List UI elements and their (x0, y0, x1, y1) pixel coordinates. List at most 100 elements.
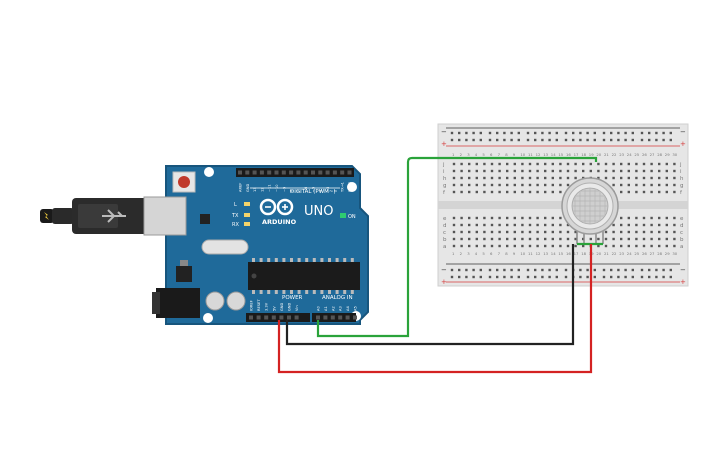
breadboard-hole[interactable] (665, 216, 668, 220)
breadboard-rail-hole[interactable] (548, 131, 551, 135)
breadboard-hole[interactable] (673, 176, 676, 180)
breadboard-hole[interactable] (544, 216, 547, 220)
breadboard-hole[interactable] (528, 216, 532, 220)
breadboard-rail-hole[interactable] (548, 138, 551, 142)
breadboard-hole[interactable] (452, 190, 456, 194)
breadboard-hole[interactable] (642, 244, 646, 248)
breadboard-hole[interactable] (635, 183, 638, 187)
header-pin-hole[interactable] (271, 315, 276, 320)
breadboard-hole[interactable] (650, 169, 653, 173)
breadboard-hole[interactable] (513, 162, 516, 166)
breadboard-hole[interactable] (460, 223, 463, 227)
header-pin-hole[interactable] (249, 315, 253, 320)
header-pin-hole[interactable] (303, 170, 308, 175)
breadboard-rail-hole[interactable] (534, 131, 537, 135)
breadboard-hole[interactable] (475, 230, 478, 234)
header-pin-hole[interactable] (264, 315, 269, 320)
header-pin-hole[interactable] (279, 315, 284, 320)
breadboard-hole[interactable] (536, 183, 539, 187)
breadboard-hole[interactable] (475, 237, 478, 241)
header-pin-hole[interactable] (245, 170, 250, 175)
breadboard-rail-hole[interactable] (479, 131, 482, 135)
breadboard-hole[interactable] (658, 176, 661, 180)
breadboard-rail-hole[interactable] (510, 275, 513, 279)
breadboard-hole[interactable] (452, 223, 456, 227)
breadboard-hole[interactable] (468, 216, 471, 220)
header-pin-hole[interactable] (340, 170, 345, 175)
wire-red-5v-to-sensor[interactable] (277, 244, 593, 374)
breadboard-rail-hole[interactable] (624, 138, 627, 142)
breadboard-rail-hole[interactable] (503, 268, 506, 272)
breadboard-hole[interactable] (483, 237, 486, 241)
breadboard-rail-hole[interactable] (617, 138, 620, 142)
breadboard-hole[interactable] (627, 230, 630, 234)
breadboard-hole[interactable] (559, 223, 562, 227)
breadboard-hole[interactable] (506, 190, 509, 194)
breadboard-hole[interactable] (490, 244, 494, 248)
breadboard-hole[interactable] (620, 244, 623, 248)
breadboard-rail-hole[interactable] (610, 131, 613, 135)
breadboard-hole[interactable] (559, 230, 562, 234)
breadboard-hole[interactable] (490, 190, 494, 194)
breadboard-rail-hole[interactable] (541, 131, 544, 135)
breadboard-hole[interactable] (498, 176, 501, 180)
breadboard-rail-hole[interactable] (534, 268, 537, 272)
breadboard-hole[interactable] (483, 183, 486, 187)
breadboard-rail-hole[interactable] (479, 268, 482, 272)
breadboard-hole[interactable] (490, 216, 494, 220)
breadboard-hole[interactable] (544, 230, 547, 234)
breadboard-hole[interactable] (642, 223, 646, 227)
breadboard-hole[interactable] (650, 190, 653, 194)
breadboard-hole[interactable] (460, 169, 463, 173)
breadboard-hole[interactable] (551, 237, 554, 241)
breadboard-hole[interactable] (582, 162, 585, 166)
breadboard-hole[interactable] (506, 237, 509, 241)
header-pin-hole[interactable] (353, 315, 357, 320)
breadboard-hole[interactable] (483, 176, 486, 180)
breadboard-rail-hole[interactable] (572, 138, 575, 142)
breadboard-hole[interactable] (559, 162, 562, 166)
breadboard-rail-hole[interactable] (488, 275, 492, 279)
breadboard-hole[interactable] (665, 176, 668, 180)
breadboard-rail-hole[interactable] (526, 131, 530, 135)
breadboard-rail-hole[interactable] (526, 268, 530, 272)
breadboard-hole[interactable] (612, 237, 615, 241)
breadboard-hole[interactable] (642, 169, 646, 173)
breadboard-rail-hole[interactable] (593, 138, 596, 142)
breadboard-hole[interactable] (544, 223, 547, 227)
breadboard-hole[interactable] (642, 237, 646, 241)
breadboard-hole[interactable] (506, 230, 509, 234)
breadboard-hole[interactable] (513, 230, 516, 234)
breadboard-hole[interactable] (589, 162, 592, 166)
breadboard-hole[interactable] (658, 244, 661, 248)
header-pin-hole[interactable] (345, 315, 350, 320)
breadboard-hole[interactable] (582, 176, 585, 180)
breadboard-hole[interactable] (475, 162, 478, 166)
breadboard-hole[interactable] (650, 162, 653, 166)
breadboard-hole[interactable] (597, 176, 600, 180)
breadboard-hole[interactable] (536, 223, 539, 227)
breadboard-hole[interactable] (513, 176, 516, 180)
breadboard-rail-hole[interactable] (458, 268, 461, 272)
breadboard-hole[interactable] (506, 183, 509, 187)
breadboard-hole[interactable] (658, 190, 661, 194)
breadboard-rail-hole[interactable] (579, 138, 582, 142)
breadboard-hole[interactable] (627, 216, 630, 220)
breadboard-hole[interactable] (635, 230, 638, 234)
breadboard-hole[interactable] (551, 244, 554, 248)
breadboard-hole[interactable] (498, 216, 501, 220)
breadboard-hole[interactable] (650, 230, 653, 234)
breadboard-hole[interactable] (468, 169, 471, 173)
breadboard-hole[interactable] (521, 169, 524, 173)
breadboard-hole[interactable] (551, 162, 554, 166)
breadboard-hole[interactable] (452, 244, 456, 248)
breadboard-hole[interactable] (551, 223, 554, 227)
breadboard-hole[interactable] (513, 169, 516, 173)
breadboard-hole[interactable] (490, 183, 494, 187)
breadboard-hole[interactable] (658, 169, 661, 173)
breadboard-rail-hole[interactable] (572, 131, 575, 135)
breadboard-hole[interactable] (483, 162, 486, 166)
breadboard-hole[interactable] (528, 190, 532, 194)
breadboard-hole[interactable] (642, 162, 646, 166)
breadboard-hole[interactable] (627, 169, 630, 173)
